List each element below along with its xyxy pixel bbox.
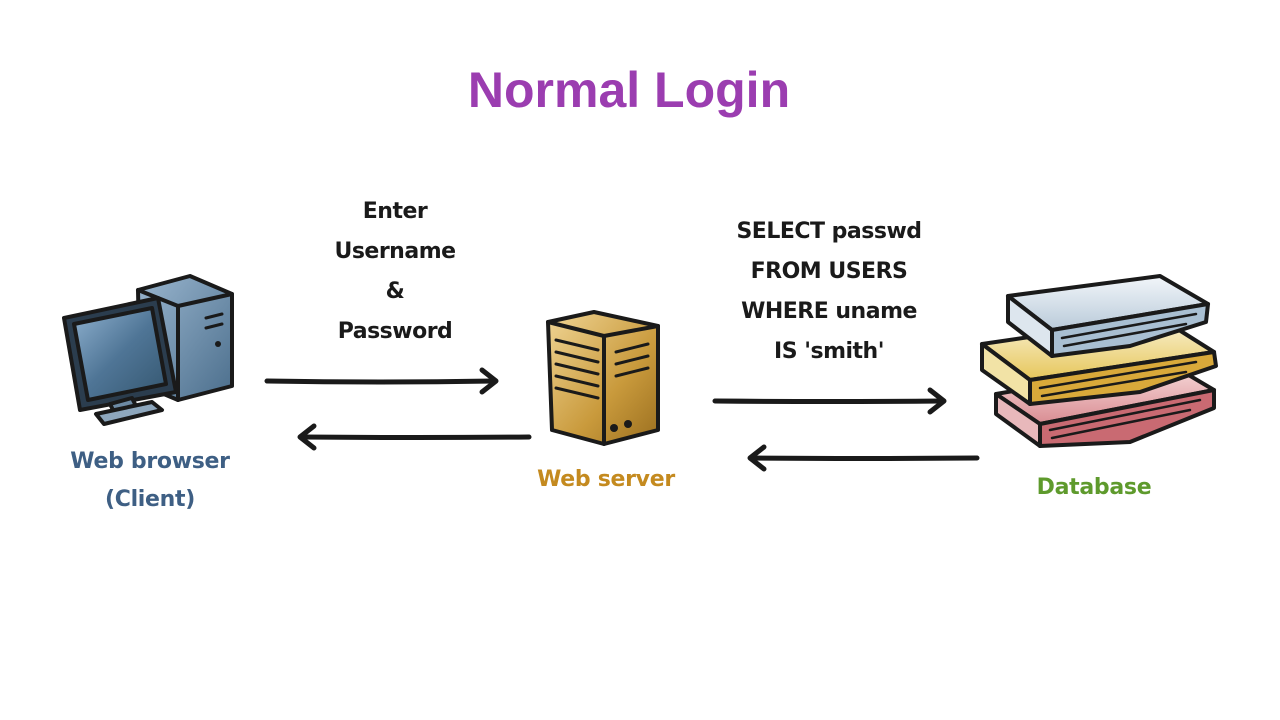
client-label-line2: (Client) [104,487,196,512]
message-line: WHERE uname [741,299,917,324]
message-line: Password [337,319,453,344]
arrow-database-to-server [747,444,980,472]
message-line: & [385,279,405,304]
message-line: FROM USERS [750,259,908,284]
arrow-server-to-database [712,387,947,415]
client-label: Web browser (Client) [58,443,242,519]
message-client-to-server: Enter Username & Password [300,192,490,352]
message-line: IS 'smith' [774,339,884,364]
page-title: Normal Login [467,62,791,118]
server-label: Web server [526,461,686,499]
message-line: Enter [362,199,428,224]
database-books-icon [980,274,1218,448]
arrow-server-to-client [297,423,532,451]
message-server-to-database: SELECT passwd FROM USERS WHERE uname IS … [718,212,940,372]
database-label: Database [1024,469,1164,507]
message-line: Username [334,239,456,264]
server-icon [546,310,660,446]
database-label-text: Database [1036,475,1152,500]
arrow-client-to-server [264,367,499,395]
message-line: SELECT passwd [736,219,922,244]
server-label-text: Web server [537,467,675,492]
client-label-line1: Web browser [70,449,230,474]
computer-icon [62,274,234,426]
